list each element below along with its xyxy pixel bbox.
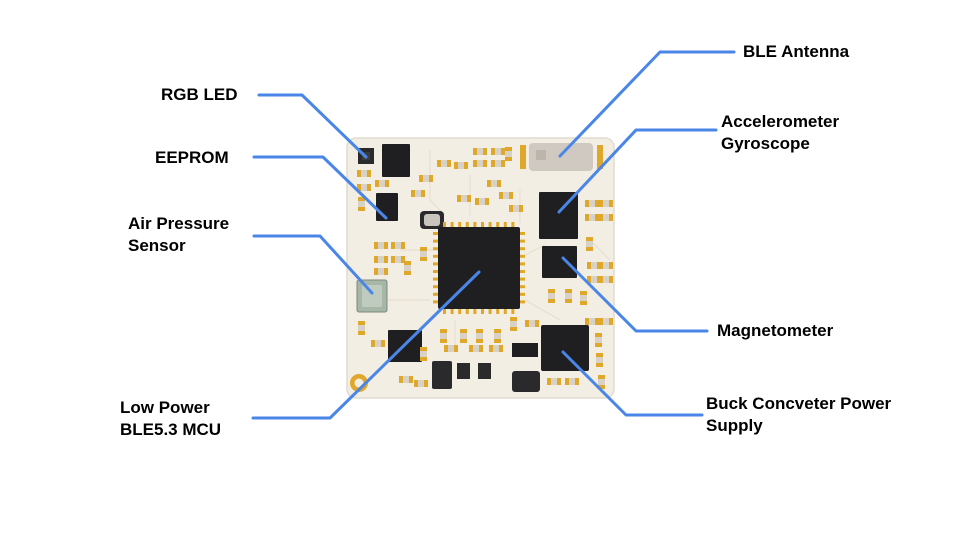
leader-buck (561, 350, 704, 417)
buck-converter-component (512, 325, 589, 371)
leader-mcu (251, 270, 481, 420)
air-pressure-sensor-component (356, 279, 388, 313)
label-eeprom: EEPROM (155, 148, 229, 167)
label-rgb-led: RGB LED (161, 85, 238, 104)
ble-antenna-component (520, 143, 603, 171)
label-ble-antenna: BLE Antenna (743, 42, 850, 61)
eeprom-component (376, 193, 398, 221)
small-ic (382, 144, 410, 177)
leader-eeprom (252, 155, 388, 220)
label-air-pressure: Air Pressure Sensor (128, 214, 230, 255)
magnetometer-component (542, 246, 577, 278)
leader-lines (251, 50, 736, 420)
mcu-component (433, 222, 525, 314)
bottom-transistors (432, 361, 540, 392)
leader-accel-gyro (557, 128, 718, 214)
leader-rgb-led (257, 93, 368, 159)
passive-components (357, 147, 613, 389)
label-buck: Buck Concveter Power Supply (706, 394, 892, 435)
crystal-component (420, 211, 444, 229)
leader-air-pressure (252, 234, 374, 295)
leader-ble-antenna (558, 50, 736, 158)
label-mcu: Low Power BLE5.3 MCU (120, 398, 222, 439)
leader-magnetometer (561, 256, 709, 333)
label-magnetometer: Magnetometer (717, 321, 834, 340)
label-accel-gyro: Accelerometer Gyroscope (721, 112, 840, 153)
